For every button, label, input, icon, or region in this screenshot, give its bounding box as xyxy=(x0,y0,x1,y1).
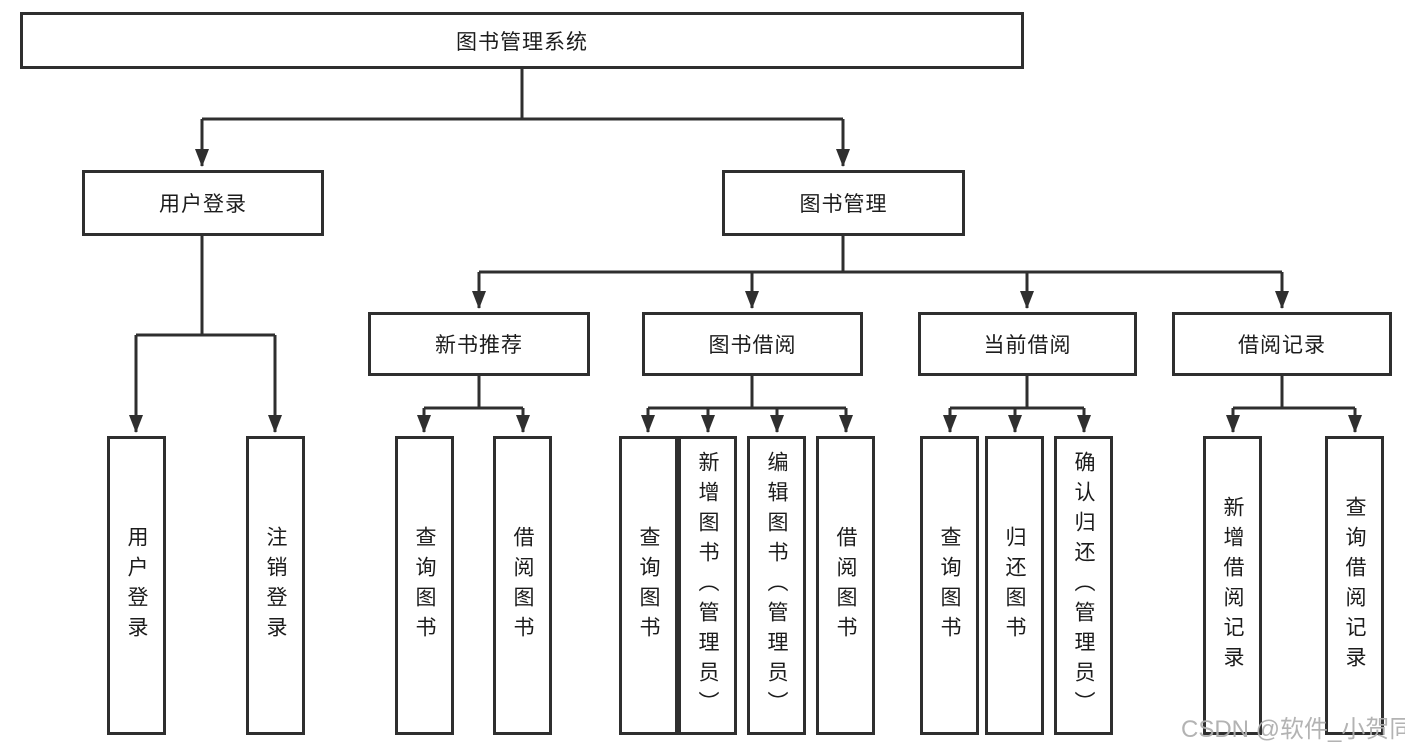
leaf-return-book: 归还图书 xyxy=(985,436,1044,735)
leaf-user-login-label: 用户登录 xyxy=(125,525,148,646)
leaf-query-books-3-label: 查询图书 xyxy=(938,525,961,646)
node-borrow-records-label: 借阅记录 xyxy=(1238,334,1326,357)
leaf-add-book-admin-label: 新增图书（管理员） xyxy=(696,450,719,721)
leaf-return-book-label: 归还图书 xyxy=(1003,525,1026,646)
connector-user-login-trunk xyxy=(136,236,275,337)
leaf-edit-book-admin-label: 编辑图书（管理员） xyxy=(765,450,788,721)
node-new-book-recommend-label: 新书推荐 xyxy=(435,334,523,357)
leaf-query-books-2: 查询图书 xyxy=(619,436,678,735)
leaf-borrow-books-2: 借阅图书 xyxy=(816,436,875,735)
leaf-query-books-2-label: 查询图书 xyxy=(637,525,660,646)
leaf-logout: 注销登录 xyxy=(246,436,305,735)
node-new-book-recommend: 新书推荐 xyxy=(368,312,590,376)
node-current-borrow: 当前借阅 xyxy=(918,312,1137,376)
leaf-add-book-admin: 新增图书（管理员） xyxy=(678,436,737,735)
node-book-borrow: 图书借阅 xyxy=(642,312,863,376)
node-book-management-label: 图书管理 xyxy=(799,193,888,216)
leaf-borrow-books-2-label: 借阅图书 xyxy=(834,525,857,646)
connector-book-borrow-trunk xyxy=(648,376,846,410)
node-book-management: 图书管理 xyxy=(722,170,965,236)
leaf-query-borrow-record: 查询借阅记录 xyxy=(1325,436,1384,735)
node-current-borrow-label: 当前借阅 xyxy=(983,334,1072,357)
connector-borrow-records-trunk xyxy=(1233,376,1355,410)
connector-current-borrow-trunk xyxy=(950,376,1084,410)
leaf-user-login: 用户登录 xyxy=(107,436,166,735)
node-root-system: 图书管理系统 xyxy=(20,12,1024,69)
leaf-confirm-return-admin: 确认归还（管理员） xyxy=(1054,436,1113,735)
node-user-login: 用户登录 xyxy=(82,170,324,236)
connector-root-trunk xyxy=(202,69,843,121)
node-borrow-records: 借阅记录 xyxy=(1172,312,1392,376)
leaf-logout-label: 注销登录 xyxy=(264,525,287,646)
leaf-add-borrow-record-label: 新增借阅记录 xyxy=(1221,495,1244,676)
leaf-query-books-3: 查询图书 xyxy=(920,436,979,735)
watermark: CSDN @软件_小贺同学 xyxy=(1181,716,1405,743)
leaf-query-books-1-label: 查询图书 xyxy=(413,525,436,646)
node-user-login-label: 用户登录 xyxy=(159,193,247,216)
leaf-query-books-1: 查询图书 xyxy=(395,436,454,735)
leaf-borrow-books-1: 借阅图书 xyxy=(493,436,552,735)
node-book-borrow-label: 图书借阅 xyxy=(708,334,797,357)
node-root-label: 图书管理系统 xyxy=(456,30,588,54)
leaf-borrow-books-1-label: 借阅图书 xyxy=(511,525,534,646)
connector-book-management-trunk xyxy=(479,236,1282,274)
leaf-confirm-return-admin-label: 确认归还（管理员） xyxy=(1072,450,1095,721)
connector-new-book-trunk xyxy=(424,376,523,410)
leaf-add-borrow-record: 新增借阅记录 xyxy=(1203,436,1262,735)
leaf-query-borrow-record-label: 查询借阅记录 xyxy=(1343,495,1366,676)
leaf-edit-book-admin: 编辑图书（管理员） xyxy=(747,436,806,735)
